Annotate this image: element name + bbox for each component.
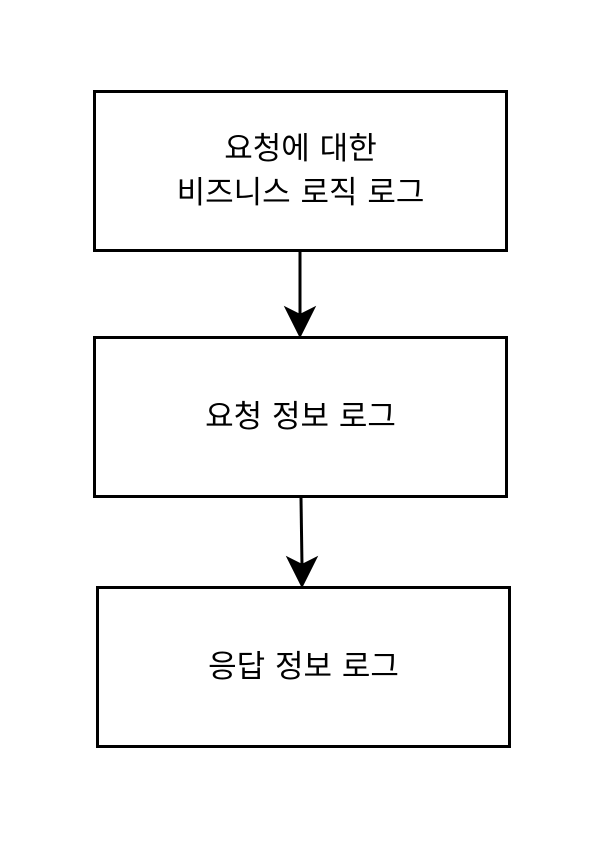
flow-node-response-info-log: 응답 정보 로그 bbox=[96, 586, 511, 748]
flow-arrow-shaft bbox=[299, 497, 304, 567]
flow-arrow-n2-n3 bbox=[285, 497, 319, 589]
flow-node-label-line-1: 응답 정보 로그 bbox=[208, 649, 399, 685]
flow-node-label: 요청에 대한 비즈니스 로직 로그 bbox=[177, 127, 425, 215]
flow-node-label: 응답 정보 로그 bbox=[208, 645, 399, 689]
flow-arrow-n1-n2 bbox=[283, 252, 317, 339]
flow-node-label: 요청 정보 로그 bbox=[205, 395, 396, 439]
arrowhead-icon bbox=[285, 555, 319, 589]
flow-node-label-line-1: 요청 정보 로그 bbox=[205, 399, 396, 435]
flow-node-label-line-2: 비즈니스 로직 로그 bbox=[176, 175, 425, 211]
arrowhead-icon bbox=[283, 305, 317, 339]
flow-node-request-info-log: 요청 정보 로그 bbox=[93, 336, 508, 498]
flow-node-business-logic-log: 요청에 대한 비즈니스 로직 로그 bbox=[93, 90, 508, 252]
flow-node-label-line-1: 요청에 대한 bbox=[224, 131, 377, 167]
